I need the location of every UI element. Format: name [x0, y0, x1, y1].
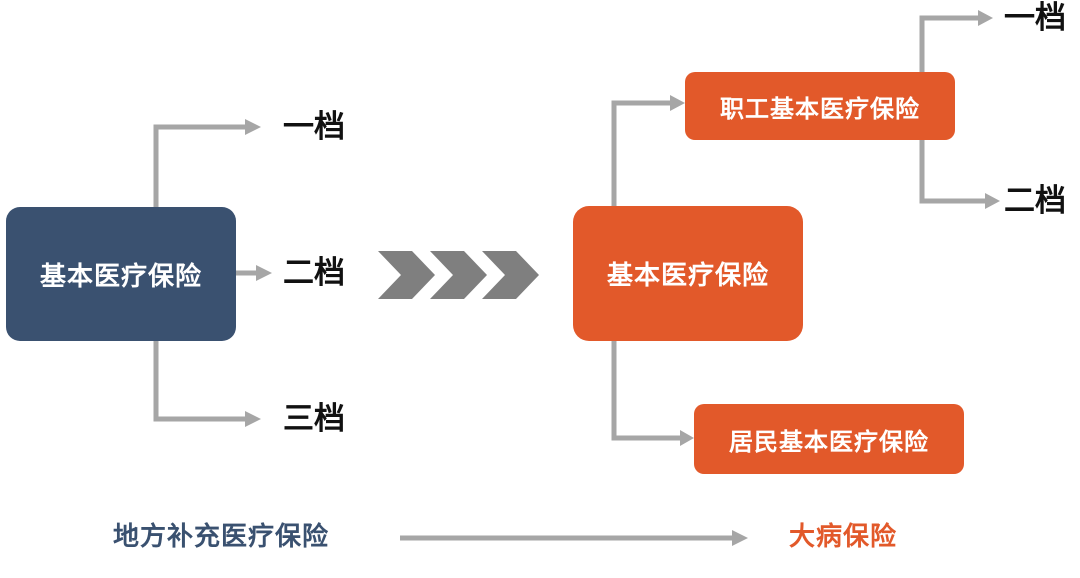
employee-tier-2: 二档	[1004, 183, 1066, 219]
connector-main-to-resident	[611, 341, 680, 441]
left-tier-3: 三档	[283, 401, 345, 437]
connector-left-to-tier1	[153, 124, 245, 207]
employee-tier-1: 一档	[1004, 0, 1066, 36]
chevron-3-icon	[482, 251, 539, 299]
basic-insurance-box-left: 基本医疗保险	[6, 207, 236, 341]
chevron-2-icon	[430, 251, 487, 299]
resident-insurance-box: 居民基本医疗保险	[694, 404, 964, 474]
arrowhead-employee-tier2	[985, 193, 1000, 209]
arrowhead-main-employee	[670, 95, 685, 111]
connector-left-to-tier3	[153, 341, 245, 422]
supplementary-insurance-label: 地方补充医疗保险	[113, 522, 330, 552]
basic-insurance-left-label: 基本医疗保险	[39, 261, 202, 292]
basic-insurance-right-label: 基本医疗保险	[606, 261, 769, 291]
connector-employee-to-tier2	[919, 140, 985, 204]
employee-insurance-box: 职工基本医疗保险	[685, 72, 955, 140]
resident-insurance-label: 居民基本医疗保险	[729, 427, 929, 456]
basic-insurance-box-right: 基本医疗保险	[573, 206, 803, 341]
arrowhead-left-tier1	[245, 119, 261, 135]
connector-main-to-employee	[611, 100, 670, 206]
chevron-1-icon	[378, 251, 435, 299]
left-tier-1: 一档	[283, 109, 345, 145]
arrowhead-left-tier2	[256, 265, 272, 281]
arrowhead-main-resident	[680, 430, 694, 446]
employee-insurance-label: 职工基本医疗保险	[720, 94, 920, 123]
connector-employee-to-tier1	[919, 15, 978, 72]
left-tier-2: 二档	[283, 255, 345, 291]
critical-illness-insurance-label: 大病保险	[789, 522, 898, 552]
chevron-arrows-icon	[378, 251, 539, 299]
arrowhead-employee-tier1	[978, 10, 993, 26]
arrowhead-bottom	[732, 530, 748, 546]
arrowhead-left-tier3	[245, 411, 261, 427]
